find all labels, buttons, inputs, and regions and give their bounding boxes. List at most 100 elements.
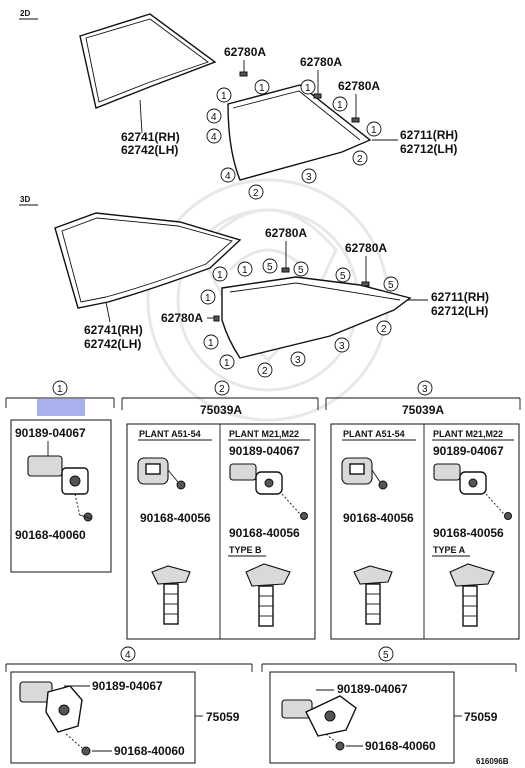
callout-1-2d-e: 1 — [366, 121, 382, 137]
callout-1-2d-d: 1 — [332, 96, 348, 112]
label-75039a-d3: 75039A — [402, 403, 444, 417]
quarter-glass-2d — [227, 84, 372, 181]
svg-text:3: 3 — [422, 384, 428, 395]
callout-1-3d-d: 1 — [203, 334, 219, 350]
label-62742-2d: 62742(LH) — [121, 143, 178, 157]
clip-assembly-d4 — [19, 681, 83, 733]
svg-text:5: 5 — [383, 650, 389, 661]
label-62741-3d: 62741(RH) — [84, 323, 143, 337]
callout-3-2d: 3 — [301, 168, 317, 184]
leader-weatherstrip-3d — [105, 301, 111, 323]
screw-d1 — [79, 512, 93, 522]
part-number-highlight — [37, 399, 85, 416]
detail-box-1 — [10, 419, 112, 573]
detail-box-5 — [269, 671, 455, 764]
detail-heading-4: 4 — [120, 646, 136, 662]
svg-text:1: 1 — [217, 270, 223, 281]
svg-text:2: 2 — [219, 384, 225, 395]
callout-3-3d-b: 3 — [334, 337, 350, 353]
svg-text:2: 2 — [262, 366, 268, 377]
callout-1-3d-a: 1 — [212, 266, 228, 282]
clip-62780a-2d-a — [239, 71, 248, 77]
callout-1-3d-e: 1 — [219, 354, 235, 370]
screw-d4 — [81, 746, 91, 756]
clip-plant-m-d3 — [433, 463, 487, 495]
weatherstrip-2d — [79, 13, 217, 109]
clip-62780a-2d-b — [313, 93, 322, 99]
svg-text:4: 4 — [211, 132, 217, 143]
svg-text:1: 1 — [242, 265, 248, 276]
section-label-2d: 2D — [20, 9, 30, 18]
screw-d2 — [300, 512, 308, 520]
svg-text:1: 1 — [57, 384, 63, 395]
label-90189-d5: 90189-04067 — [337, 682, 408, 696]
label-90168-40056-d2a-text: 90168-40056 — [140, 511, 211, 525]
clip-62780a-3d-b — [361, 281, 370, 287]
clip-assembly-d5 — [281, 695, 357, 737]
tag-type-b: TYPE B — [229, 545, 262, 555]
detail-box-4 — [10, 671, 196, 764]
clip-side-d3-b — [449, 563, 495, 627]
label-90189-d1: 90189-04067 — [15, 426, 86, 440]
svg-text:1: 1 — [221, 91, 227, 102]
callout-4-2d-a: 4 — [206, 108, 222, 124]
svg-text:5: 5 — [267, 262, 273, 273]
label-90189-d3: 90189-04067 — [433, 444, 504, 458]
callout-5-3d-d: 5 — [383, 276, 399, 292]
label-62780a-2d-b: 62780A — [300, 55, 342, 69]
label-90168-40056-d3a: 90168-40056 — [343, 511, 414, 525]
svg-text:2: 2 — [381, 324, 387, 335]
svg-text:4: 4 — [211, 112, 217, 123]
label-75059-d5: 75059 — [464, 710, 498, 724]
svg-text:3: 3 — [295, 355, 301, 366]
svg-text:5: 5 — [340, 271, 346, 282]
callout-5-3d-c: 5 — [335, 267, 351, 283]
detail-heading-5: 5 — [378, 646, 394, 662]
clip-side-d2-b — [245, 563, 291, 627]
label-90168-40056-d3b: 90168-40056 — [433, 526, 504, 540]
tag-type-a: TYPE A — [433, 545, 466, 555]
callout-1-2d-c: 1 — [300, 79, 316, 95]
label-90168-40060-d4: 90168-40060 — [114, 744, 185, 758]
svg-text:3: 3 — [306, 172, 312, 183]
svg-text:3: 3 — [339, 341, 345, 352]
label-62780a-3d-b: 62780A — [345, 241, 387, 255]
clip-62780a-3d-c — [213, 315, 220, 322]
label-62712-2d: 62712(LH) — [400, 142, 457, 156]
callout-5-3d-b: 5 — [293, 261, 309, 277]
callout-1-3d-c: 1 — [200, 289, 216, 305]
svg-text:1: 1 — [305, 83, 311, 94]
label-62780a-3d-c: 62780A — [161, 311, 203, 325]
clip-side-d3-a — [353, 565, 393, 625]
label-62780a-2d-c: 62780A — [338, 79, 380, 93]
detail-heading-2: 2 — [214, 380, 230, 396]
screw-d5 — [335, 741, 345, 751]
svg-text:1: 1 — [337, 100, 343, 111]
leader-weatherstrip-2d — [139, 99, 143, 134]
clip-side-d2-a — [151, 565, 191, 625]
callout-4-2d-c: 4 — [220, 167, 236, 183]
figure-code: 616096B — [476, 757, 509, 766]
callout-2-3d-b: 2 — [376, 320, 392, 336]
clip-plant-a-d2 — [137, 457, 186, 490]
callout-2-3d-a: 2 — [257, 362, 273, 378]
label-90189-d4: 90189-04067 — [92, 679, 163, 693]
label-62711-2d: 62711(RH) — [400, 128, 458, 142]
label-62712-3d: 62712(LH) — [431, 304, 488, 318]
section-label-3d: 3D — [20, 195, 30, 204]
detail-heading-3: 3 — [417, 380, 433, 396]
label-90189-d2: 90189-04067 — [229, 444, 300, 458]
weatherstrip-3d — [54, 212, 242, 309]
label-90168-40060-d1: 90168-40060 — [15, 528, 86, 542]
tag-plant-a-d3: PLANT A51-54 — [343, 429, 405, 439]
svg-text:2: 2 — [253, 188, 259, 199]
tag-plant-a-d2: PLANT A51-54 — [139, 429, 201, 439]
screw-d3 — [504, 512, 512, 520]
callout-2-2d-b: 2 — [352, 150, 368, 166]
label-62711-3d: 62711(RH) — [431, 290, 489, 304]
callout-4-2d-b: 4 — [206, 128, 222, 144]
detail-heading-1: 1 — [52, 380, 68, 396]
label-62742-3d: 62742(LH) — [84, 337, 141, 351]
label-62741-2d: 62741(RH) — [121, 130, 180, 144]
